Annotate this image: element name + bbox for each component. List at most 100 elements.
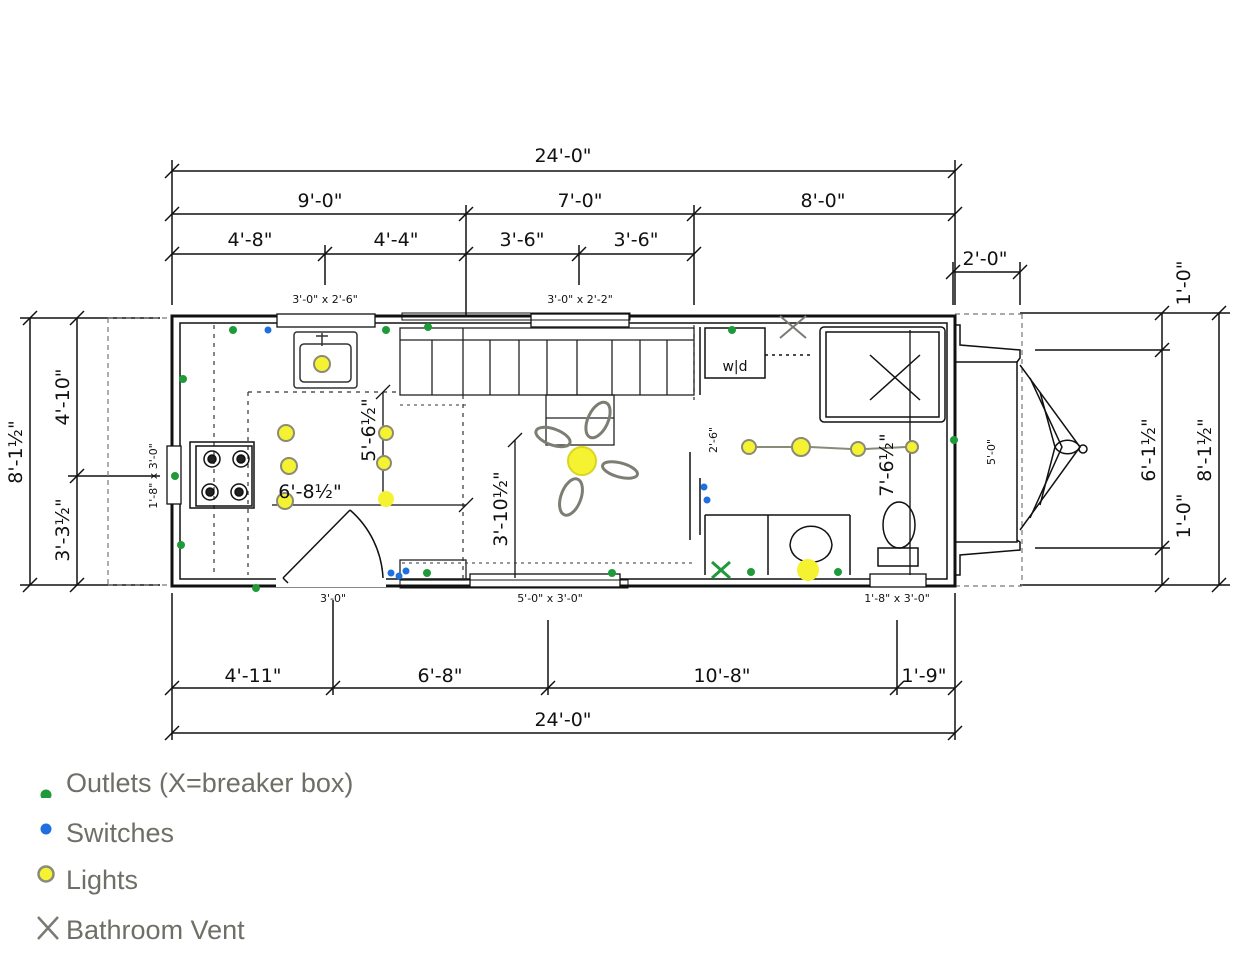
bottom-dimensions: [164, 593, 963, 741]
legend-label-lights: Lights: [66, 864, 139, 895]
legend: Outlets (X=breaker box) Switches Lights …: [30, 760, 450, 960]
entry-door: [276, 509, 386, 587]
switch-markers: [264, 326, 711, 580]
light-circle: [378, 425, 394, 441]
left-dimensions: [20, 310, 160, 593]
dim-left-lower: 3'-3½": [52, 498, 74, 561]
light-circle: [850, 441, 866, 457]
outlet-dot: [179, 375, 187, 383]
light-circle: [905, 440, 919, 454]
kitchen-sink: [293, 331, 358, 389]
hitch: [954, 324, 1088, 576]
light-circle-icon: [37, 865, 55, 883]
dim-top-total: 24'-0": [534, 145, 591, 167]
stove: [189, 441, 255, 509]
switch-dot: [264, 326, 272, 334]
outlet-dot: [608, 569, 616, 577]
outlet-dot: [423, 569, 431, 577]
outlet-dot: [171, 472, 179, 480]
dim-right-mid: 6'-1½": [1138, 418, 1160, 481]
dim-right-top: 1'-0": [1173, 261, 1195, 306]
legend-label-vent: Bathroom Vent: [66, 914, 245, 945]
light-circle: [280, 457, 298, 475]
outlet-dot: [747, 568, 755, 576]
light-circle: [277, 424, 295, 442]
switch-dot: [402, 567, 410, 575]
legend-vent: Bathroom Vent: [30, 910, 245, 950]
door-label: 3'-0": [320, 592, 346, 605]
right-dimensions: [1020, 305, 1230, 593]
dim-left-total: 8'-1½": [5, 420, 27, 483]
light-circle: [376, 455, 392, 471]
light-chain: [756, 446, 907, 450]
switch-dot: [700, 483, 708, 491]
legend-lights: Lights: [30, 860, 138, 900]
outlet-dot: [229, 326, 237, 334]
washer-dryer-label: w|d: [722, 359, 747, 375]
legend-switches: Switches: [30, 813, 174, 853]
legend-label-outlets: Outlets (X=breaker box): [66, 767, 354, 798]
exterior-walls: [170, 314, 957, 588]
vent-x-legend-icon: [37, 916, 59, 940]
outlet-markers: [171, 323, 958, 592]
switch-dot: [703, 496, 711, 504]
light-markers: [276, 355, 919, 581]
light-circle: [313, 355, 331, 373]
dim-top-sub-2: 4'-4": [374, 229, 419, 251]
dim-top-mid-1: 9'-0": [298, 190, 343, 212]
window-top-left: [276, 313, 376, 328]
light-circle: [797, 559, 819, 581]
outlet-dot: [252, 584, 260, 592]
interior-dashes: [213, 325, 695, 580]
dim-bottom-sub-1: 4'-11": [224, 665, 281, 687]
legend-label-switches: Switches: [66, 817, 175, 848]
dim-top-sub-3: 3'-6": [500, 229, 545, 251]
dim-bath-height: 7'-6½": [876, 433, 898, 496]
dim-hitch-width: 2'-0": [963, 248, 1008, 270]
window-label-bottom-right: 1'-8" x 3'-0": [864, 592, 930, 605]
window-bottom-right: [869, 573, 927, 588]
dim-top-mid-3: 8'-0": [801, 190, 846, 212]
outlet-dot: [424, 323, 432, 331]
vent-x-icon: [779, 315, 807, 339]
window-label-top-mid: 3'-0" x 2'-2": [547, 293, 613, 306]
storage-stairs: [399, 327, 695, 581]
light-circle: [567, 446, 597, 476]
outlet-dot: [177, 541, 185, 549]
dim-bottom-sub-4: 1'-9": [902, 665, 947, 687]
window-label-left: 1'-8" x 3'-0": [147, 443, 160, 509]
dim-right-total: 8'-1½": [1194, 418, 1216, 481]
window-label-bottom-mid: 5'-0" x 3'-0": [517, 592, 583, 605]
dim-right-bottom: 1'-0": [1173, 494, 1195, 539]
interior-dim-lines: [272, 330, 911, 578]
dim-hitch-depth: 5'-0": [985, 439, 998, 465]
outlet-dot: [728, 326, 736, 334]
switch-dot: [395, 572, 403, 580]
dim-bath-small: 2'-6": [707, 427, 720, 453]
outlet-dot: [834, 568, 842, 576]
outlet-dot: [950, 436, 958, 444]
dim-living-height: 3'-10½": [490, 471, 512, 547]
trailer-outline: [107, 313, 1023, 587]
dim-kitchen-height: 5'-6½": [358, 398, 380, 461]
light-circle: [378, 491, 394, 507]
outlet-dot: [382, 326, 390, 334]
ceiling-fan: [534, 400, 639, 517]
dim-kitchen-width: 6'-8½": [278, 481, 341, 503]
legend-outlets: Outlets (X=breaker box): [30, 763, 353, 803]
window-label-top-left: 3'-0" x 2'-6": [292, 293, 358, 306]
dim-top-sub-4: 3'-6": [614, 229, 659, 251]
switch-dot-icon: [40, 823, 52, 835]
bathroom: [689, 326, 946, 575]
dim-bottom-sub-3: 10'-8": [693, 665, 750, 687]
windows: [166, 312, 927, 589]
dim-left-upper: 4'-10": [52, 368, 74, 425]
dim-top-mid-2: 7'-0": [558, 190, 603, 212]
dim-bottom-sub-2: 6'-8": [418, 665, 463, 687]
top-dimensions: [164, 160, 1028, 315]
light-circle: [741, 439, 757, 455]
light-circle: [791, 437, 811, 457]
dim-top-sub-1: 4'-8": [228, 229, 273, 251]
dim-bottom-total: 24'-0": [534, 709, 591, 731]
